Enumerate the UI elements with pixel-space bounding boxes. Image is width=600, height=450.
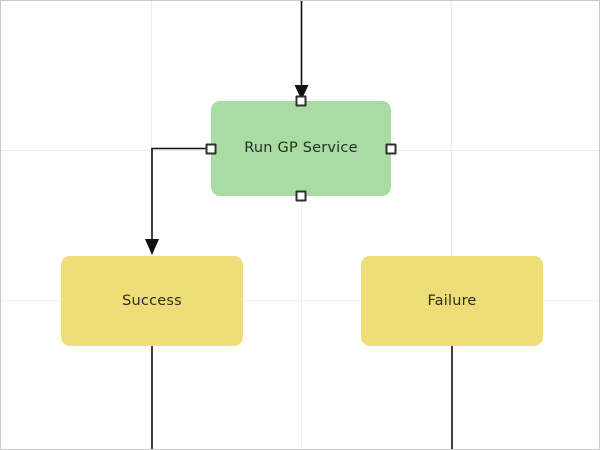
grid-line-vertical: [451, 1, 452, 449]
node-label: Failure: [427, 292, 477, 309]
grid-line-vertical: [151, 1, 152, 449]
arrowhead-icon: [145, 239, 159, 255]
node-run-gp-service[interactable]: Run GP Service: [205, 95, 397, 202]
node-failure[interactable]: Failure: [361, 256, 543, 346]
node-label: Success: [122, 292, 182, 309]
connection-handle-top[interactable]: [295, 95, 307, 107]
node-success[interactable]: Success: [61, 256, 243, 346]
connection-handle-bottom[interactable]: [295, 190, 307, 202]
connection-handle-right[interactable]: [385, 143, 397, 154]
connection-handle-left[interactable]: [205, 143, 217, 154]
edge-incoming-top[interactable]: [294, 1, 309, 100]
edge-gp-to-success[interactable]: [145, 147, 215, 256]
node-label: Run GP Service: [244, 140, 358, 157]
edge-line: [151, 147, 215, 241]
grid-line-vertical: [301, 1, 302, 449]
